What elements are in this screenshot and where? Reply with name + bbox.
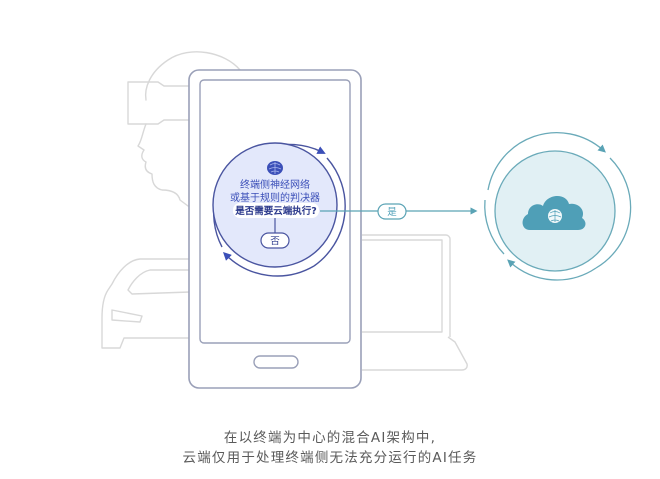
- no-pill: [260, 232, 290, 249]
- yes-label: 是: [387, 207, 397, 218]
- car-illustration: [101, 258, 191, 349]
- question-text: 是否需要云端执行?: [234, 205, 317, 217]
- caption-line1: 在以终端为中心的混合AI架构中,: [223, 430, 437, 446]
- laptop-illustration: [362, 234, 468, 371]
- brain-icon: [267, 161, 283, 175]
- cloud-brain-icon: [522, 195, 586, 230]
- home-button-icon: [253, 355, 299, 369]
- no-label: 否: [270, 236, 280, 247]
- decision-title-line1: 终端侧神经网络: [240, 178, 310, 191]
- question-box: [233, 203, 319, 218]
- decision-title-line2: 或基于规则的判决器: [230, 191, 320, 204]
- caption-line2: 云端仅用于处理终端侧无法充分运行的AI任务: [182, 450, 478, 466]
